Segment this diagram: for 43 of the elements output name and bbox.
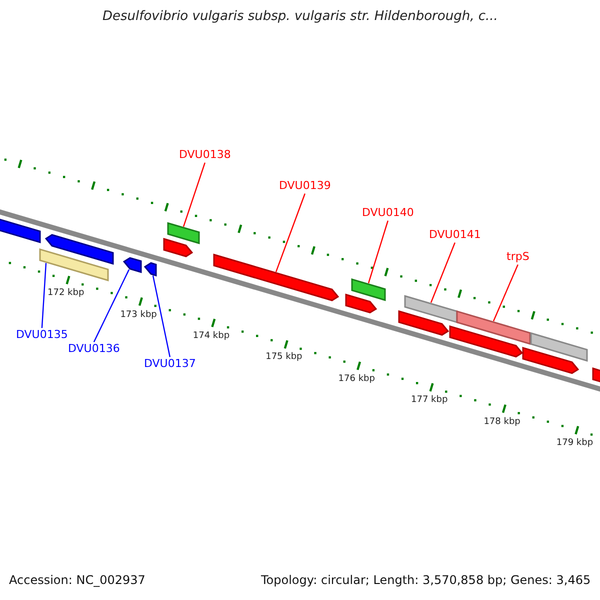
gene-label: DVU0137 <box>144 358 196 371</box>
gene-label: DVU0136 <box>68 343 120 356</box>
gene-label: DVU0135 <box>16 329 68 342</box>
gene-feature <box>167 222 200 244</box>
scale-label: 173 kbp <box>120 310 157 320</box>
leader-line <box>152 276 171 358</box>
gene-feature <box>163 238 194 258</box>
gene-feature <box>351 278 386 302</box>
gene-feature <box>404 295 458 324</box>
leader-line <box>368 220 388 284</box>
gene-feature <box>44 234 114 265</box>
leader-line <box>275 193 306 272</box>
gene-feature <box>398 310 450 336</box>
gene-label: DVU0141 <box>429 229 481 242</box>
scale-label: 176 kbp <box>338 374 375 384</box>
title: Desulfovibrio vulgaris subsp. vulgaris str. Hildenborough, c... <box>102 10 498 25</box>
gene-feature <box>449 325 524 358</box>
gene-feature <box>144 262 157 276</box>
gene-feature <box>530 332 588 362</box>
leader-line <box>41 263 47 328</box>
leader-line <box>492 264 518 322</box>
leader-line <box>93 269 130 342</box>
gene-label: DVU0139 <box>279 180 331 193</box>
gene-feature <box>39 248 109 282</box>
gene-feature <box>456 310 531 345</box>
scale-label: 174 kbp <box>192 330 230 342</box>
gene-label: DVU0140 <box>362 207 414 220</box>
accession-label: Accession: NC_002937 <box>9 574 146 588</box>
scale-label: 177 kbp <box>411 395 448 406</box>
gene-feature <box>0 217 41 244</box>
gene-label: DVU0138 <box>179 149 231 162</box>
leader-line <box>182 162 206 227</box>
scale-label: 179 kbp <box>556 438 594 449</box>
gene-feature <box>345 294 378 314</box>
gene-feature <box>122 257 142 274</box>
scale-label: 178 kbp <box>484 416 520 428</box>
scale-label: 175 kbp <box>266 352 302 363</box>
gene-feature <box>522 346 580 374</box>
leader-line <box>430 242 456 303</box>
gene-label: trpS <box>506 251 530 264</box>
genome-stats-label: Topology: circular; Length: 3,570,858 bp; Genes: 3,465 <box>261 574 591 588</box>
gene-feature <box>213 254 340 302</box>
scale-label: 172 kbp <box>48 288 84 298</box>
